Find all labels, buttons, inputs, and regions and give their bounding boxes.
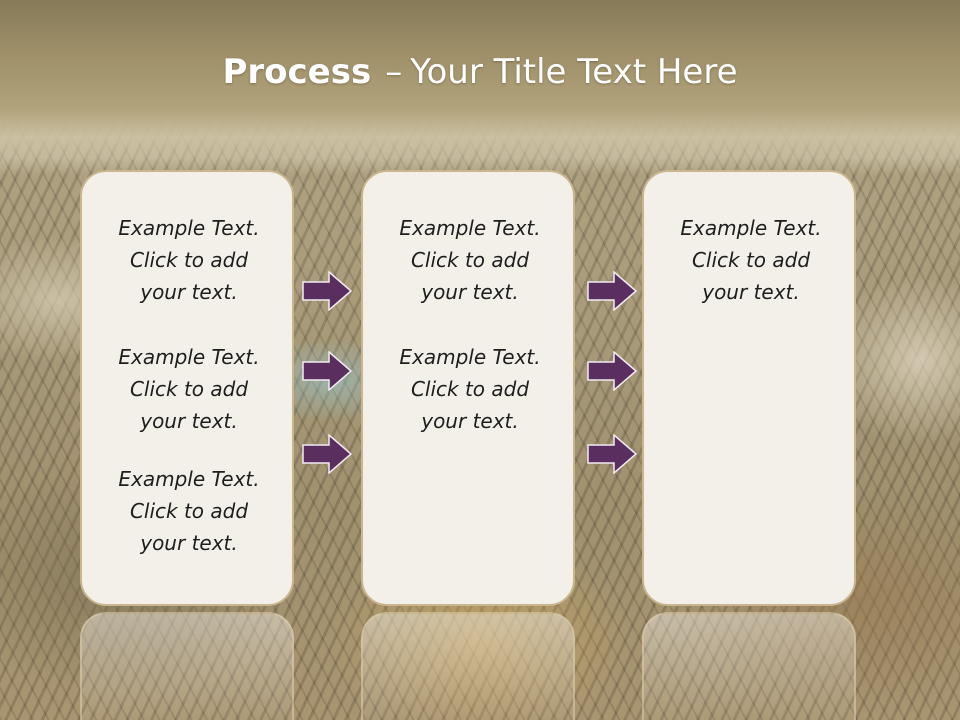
text-placeholder[interactable]: Example Text. Click to add your text.: [82, 341, 296, 437]
text-placeholder[interactable]: Example Text. Click to add your text.: [82, 212, 296, 308]
text-placeholder[interactable]: Example Text. Click to add your text.: [363, 212, 577, 308]
text-line: Example Text.: [680, 216, 822, 240]
right-arrow-icon[interactable]: [587, 271, 637, 311]
text-line: your text.: [140, 531, 238, 555]
text-line: your text.: [702, 280, 800, 304]
text-placeholder[interactable]: Example Text. Click to add your text.: [363, 341, 577, 437]
process-card-2[interactable]: Example Text. Click to add your text. Ex…: [361, 170, 575, 606]
right-arrow-icon[interactable]: [302, 271, 352, 311]
card-reflection-1: [80, 612, 294, 720]
text-line: Click to add: [129, 377, 249, 401]
process-card-1[interactable]: Example Text. Click to add your text. Ex…: [80, 170, 294, 606]
text-line: your text.: [421, 280, 519, 304]
slide-title[interactable]: Process–Your Title Text Here: [0, 52, 960, 92]
text-line: Click to add: [691, 248, 811, 272]
title-rest: Your Title Text Here: [410, 52, 738, 92]
right-arrow-icon[interactable]: [302, 351, 352, 391]
right-arrow-icon[interactable]: [587, 351, 637, 391]
text-line: Click to add: [410, 248, 530, 272]
text-line: Example Text.: [118, 216, 260, 240]
card-reflection-2: [361, 612, 575, 720]
card-reflection-3: [642, 612, 856, 720]
process-card-3[interactable]: Example Text. Click to add your text.: [642, 170, 856, 606]
right-arrow-icon[interactable]: [302, 434, 352, 474]
right-arrow-icon[interactable]: [587, 434, 637, 474]
text-placeholder[interactable]: Example Text. Click to add your text.: [82, 463, 296, 559]
title-band: [0, 0, 960, 175]
text-line: Example Text.: [399, 345, 541, 369]
text-placeholder[interactable]: Example Text. Click to add your text.: [644, 212, 858, 308]
text-line: Example Text.: [118, 345, 260, 369]
text-line: Click to add: [129, 499, 249, 523]
text-line: Example Text.: [399, 216, 541, 240]
text-line: your text.: [140, 280, 238, 304]
text-line: Example Text.: [118, 467, 260, 491]
title-separator: –: [385, 52, 403, 92]
text-line: your text.: [421, 409, 519, 433]
title-bold: Process: [222, 52, 372, 92]
text-line: Click to add: [410, 377, 530, 401]
text-line: Click to add: [129, 248, 249, 272]
text-line: your text.: [140, 409, 238, 433]
